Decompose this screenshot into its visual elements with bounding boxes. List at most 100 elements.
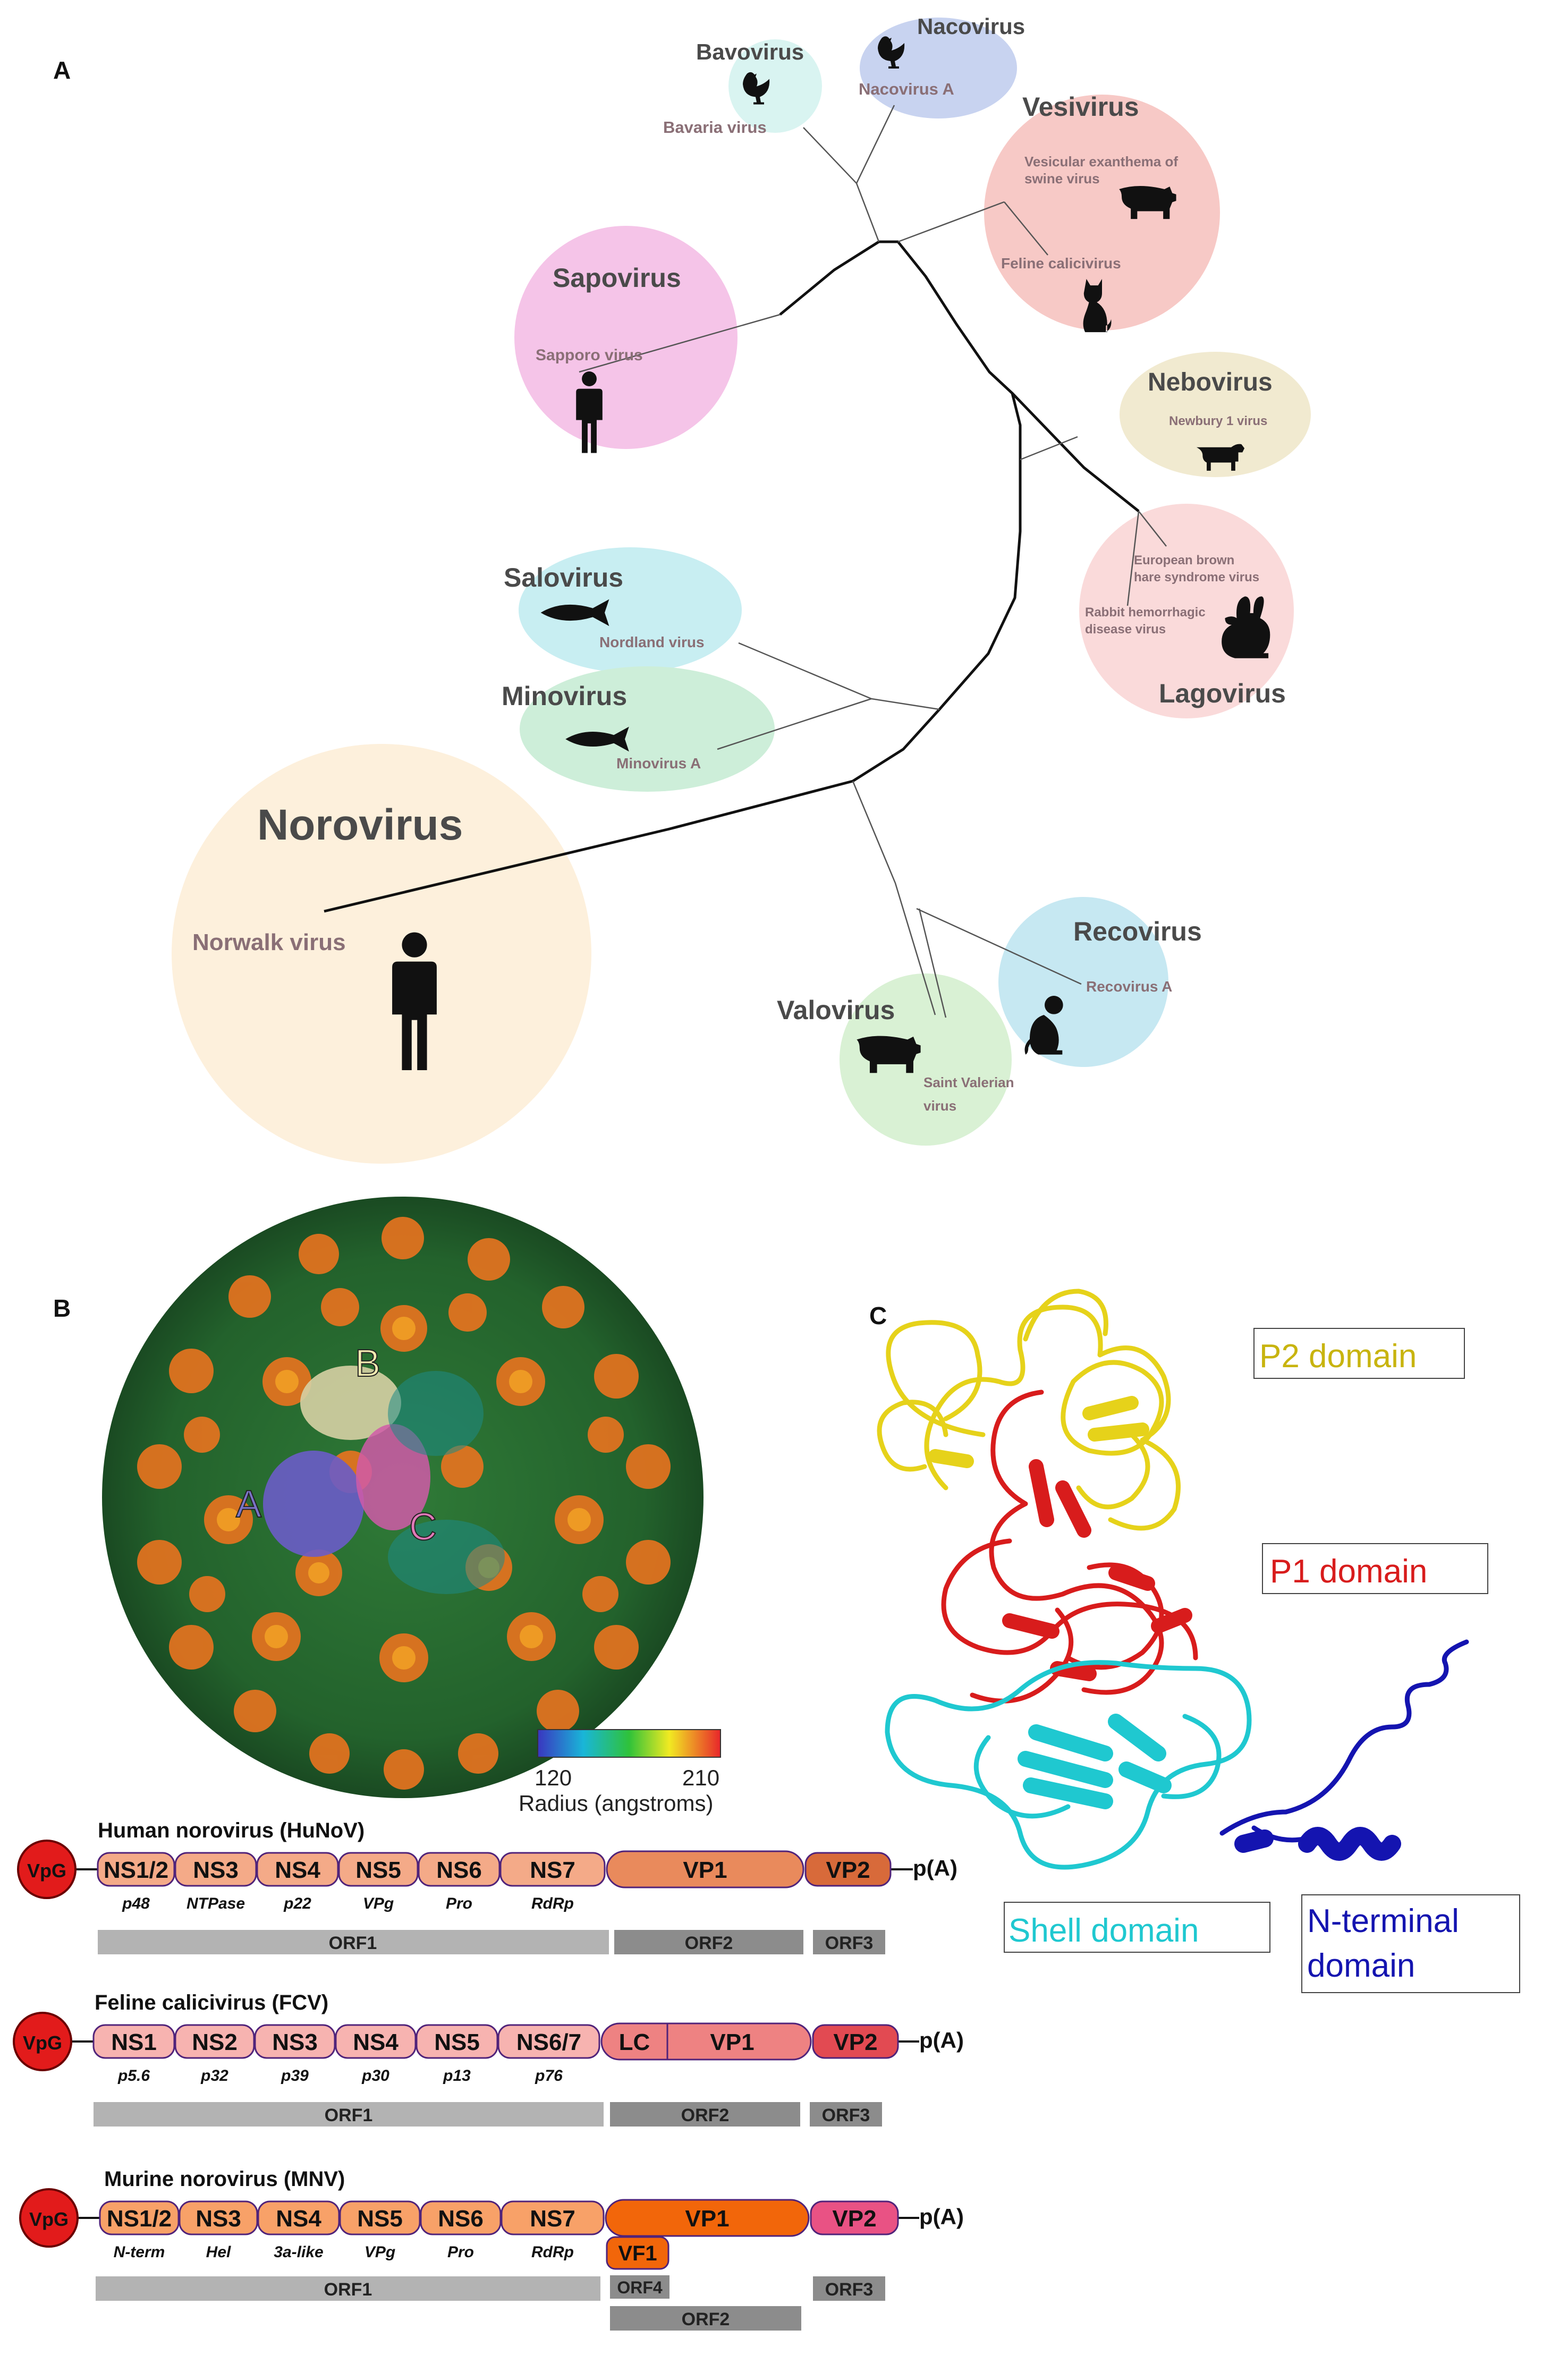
protein-label: Pro bbox=[446, 1895, 472, 1912]
virus-name-norwalk: Norwalk virus bbox=[192, 929, 346, 955]
segment-label: NS5 bbox=[355, 1857, 401, 1883]
genus-circle-norovirus bbox=[172, 744, 591, 1164]
genus-circle-vesivirus bbox=[984, 95, 1220, 331]
vf1-label: VF1 bbox=[618, 2242, 657, 2265]
genus-circle-nacovirus bbox=[860, 18, 1017, 118]
lc-label: LC bbox=[619, 2029, 650, 2055]
protein-label: p30 bbox=[361, 2067, 389, 2085]
genome-map-mnv: Murine norovirus (MNV) VpG NS1/2 NS3 NS4… bbox=[19, 2167, 964, 2331]
polya-label: p(A) bbox=[919, 2204, 964, 2229]
vp2-label: VP2 bbox=[832, 2206, 876, 2232]
panel-c-label: C bbox=[869, 1302, 887, 1329]
genus-name-valovirus: Valovirus bbox=[777, 995, 895, 1025]
segment-label: NS4 bbox=[275, 1857, 320, 1883]
orf-label: ORF3 bbox=[825, 1933, 874, 1953]
orf-label: ORF4 bbox=[617, 2278, 663, 2297]
segment-label: NS6 bbox=[436, 1857, 482, 1883]
p2-domain-label: P2 domain bbox=[1259, 1338, 1417, 1375]
orf-label: ORF2 bbox=[685, 1933, 733, 1953]
segment-label: NS1/2 bbox=[104, 1857, 168, 1883]
virus-name-feline-calicivirus: Feline calicivirus bbox=[1001, 255, 1121, 272]
tree-branches bbox=[579, 105, 1167, 1018]
genus-name-norovirus: Norovirus bbox=[257, 801, 463, 849]
genus-name-nacovirus: Nacovirus bbox=[917, 14, 1025, 39]
vp2-label: VP2 bbox=[833, 2029, 877, 2055]
virus-name-minovirus-a: Minovirus A bbox=[616, 755, 701, 772]
orf-label: ORF3 bbox=[825, 2280, 874, 2300]
shell-domain-label: Shell domain bbox=[1008, 1912, 1199, 1949]
virus-name-vesicular-exanthema: Vesicular exanthema of swine virus bbox=[1024, 154, 1182, 187]
segment-label: NS1/2 bbox=[107, 2206, 172, 2232]
genus-name-sapovirus: Sapovirus bbox=[553, 263, 681, 293]
vpg-cap bbox=[17, 1840, 77, 1899]
protein-label: p48 bbox=[122, 1895, 150, 1912]
protein-label: p32 bbox=[200, 2067, 228, 2085]
segment-label: NS6/7 bbox=[516, 2029, 581, 2055]
virus-name-rhdv: Rabbit hemorrhagic disease virus bbox=[1085, 605, 1209, 637]
protein-label: p5.6 bbox=[117, 2067, 150, 2085]
orf-label: ORF1 bbox=[329, 1933, 377, 1953]
segment-label: NS3 bbox=[272, 2029, 318, 2055]
segment-label: NS7 bbox=[530, 1857, 575, 1883]
genome-title: Human norovirus (HuNoV) bbox=[98, 1819, 365, 1842]
vp1-label: VP1 bbox=[710, 2029, 754, 2055]
vp1-ribbon-structure bbox=[877, 1289, 1469, 1870]
vpg-cap bbox=[19, 2188, 79, 2248]
colorbar-max: 210 bbox=[682, 1765, 719, 1790]
p1-domain-label: P1 domain bbox=[1270, 1553, 1427, 1590]
protein-label: VPg bbox=[363, 1895, 394, 1912]
svg-text:VpG: VpG bbox=[29, 2208, 69, 2230]
protein-label: p13 bbox=[443, 2067, 471, 2085]
virus-name-saint-valerian: Saint Valerian virus bbox=[923, 1074, 1018, 1114]
virus-name-nacovirus-a: Nacovirus A bbox=[859, 80, 954, 98]
genome-title: Murine norovirus (MNV) bbox=[104, 2167, 345, 2191]
svg-text:VpG: VpG bbox=[23, 2032, 62, 2054]
orf-label: ORF1 bbox=[325, 2105, 373, 2125]
protein-label: VPg bbox=[365, 2243, 395, 2261]
segment-label: NS5 bbox=[434, 2029, 480, 2055]
genus-circle-sapovirus bbox=[514, 226, 738, 449]
polya-label: p(A) bbox=[913, 1856, 957, 1880]
vpg-cap bbox=[13, 2012, 72, 2071]
n-terminal-domain-box bbox=[1301, 1894, 1520, 1993]
genus-circle-salovirus bbox=[519, 547, 742, 673]
protein-label: RdRp bbox=[531, 1895, 574, 1912]
radius-colorbar bbox=[537, 1729, 721, 1758]
genus-name-nebovirus: Nebovirus bbox=[1148, 368, 1273, 396]
virus-name-newbury: Newbury 1 virus bbox=[1169, 414, 1267, 428]
capsid-label-a: A bbox=[236, 1483, 261, 1526]
protein-label: p76 bbox=[535, 2067, 563, 2085]
virus-name-recovirus-a: Recovirus A bbox=[1086, 978, 1172, 995]
segment-label: NS1 bbox=[111, 2029, 157, 2055]
vp1-label: VP1 bbox=[683, 1857, 727, 1883]
capsid-map bbox=[102, 1197, 704, 1798]
polya-label: p(A) bbox=[919, 2028, 964, 2053]
segment-label: NS7 bbox=[530, 2206, 575, 2232]
segment-label: NS3 bbox=[196, 2206, 241, 2232]
segment-label: NS2 bbox=[192, 2029, 238, 2055]
orf-label: ORF2 bbox=[681, 2105, 730, 2125]
panel-b-label: B bbox=[53, 1294, 71, 1322]
genome-map-fcv: Feline calicivirus (FCV) VpG NS1 NS2 NS3… bbox=[13, 1991, 964, 2127]
protein-label: p22 bbox=[283, 1895, 311, 1912]
vp2-label: VP2 bbox=[826, 1857, 870, 1883]
colorbar-title: Radius (angstroms) bbox=[519, 1791, 713, 1816]
genus-name-minovirus: Minovirus bbox=[502, 681, 627, 711]
segment-label: NS4 bbox=[276, 2206, 321, 2232]
svg-text:VpG: VpG bbox=[27, 1860, 66, 1882]
genus-circle-valovirus bbox=[840, 973, 1012, 1146]
virus-name-sapporo: Sapporo virus bbox=[536, 346, 643, 364]
genome-title: Feline calicivirus (FCV) bbox=[95, 1991, 328, 2014]
segment-label: NS4 bbox=[353, 2029, 399, 2055]
genus-circle-bavovirus bbox=[728, 39, 822, 133]
protein-label: Pro bbox=[447, 2243, 474, 2261]
capsid-label-c: C bbox=[409, 1506, 437, 1548]
genus-name-bavovirus: Bavovirus bbox=[696, 39, 804, 64]
tree-backbone bbox=[324, 240, 1140, 913]
virus-name-ebhsv: European brown hare syndrome virus bbox=[1134, 553, 1259, 584]
protein-label: RdRp bbox=[531, 2243, 574, 2261]
colorbar-min: 120 bbox=[535, 1765, 572, 1790]
protein-label: p39 bbox=[281, 2067, 309, 2085]
protein-label: NTPase bbox=[187, 1895, 245, 1912]
